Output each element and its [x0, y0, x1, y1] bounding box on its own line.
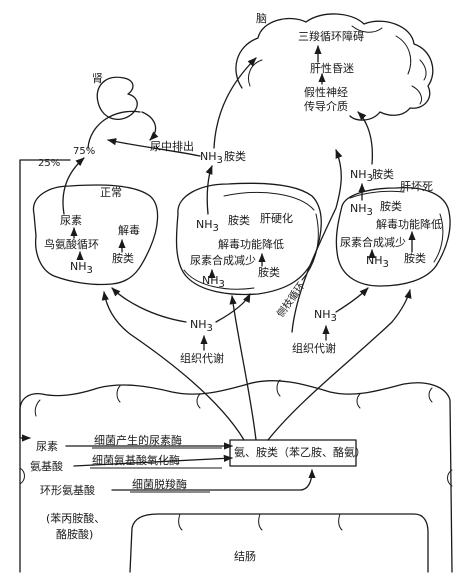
kidney-pct-25: 25% — [38, 158, 60, 169]
tissue-nh3-right: NH3 — [314, 308, 337, 324]
brain-title: 脑 — [256, 12, 267, 25]
center-amines: 胺类 — [224, 149, 246, 163]
cirrhosis-detox-low: 解毒功能降低 — [218, 237, 284, 251]
kidney-pct-75: 75% — [73, 146, 95, 157]
necrosis-top-amines: 胺类 — [372, 167, 394, 181]
gut-note-2: 酪胺酸) — [56, 527, 93, 541]
cirrhosis-urea-low: 尿素合成减少 — [190, 253, 256, 267]
necrosis-urea-low: 尿素合成减少 — [340, 235, 406, 249]
gut-cyclic-aa: 环形氨基酸 — [40, 483, 95, 497]
normal-liver-outline — [32, 184, 159, 286]
normal-nh3: NH3 — [70, 260, 93, 276]
necrosis-nh3-b: NH3 — [366, 254, 389, 270]
necrosis-nh3: NH3 — [350, 202, 373, 218]
products-box — [229, 439, 357, 467]
necrosis-top-nh3: NH3 — [350, 168, 373, 184]
arrow-aa-to-products — [73, 454, 233, 467]
colon-outline-inner — [129, 513, 429, 573]
arrow-cirrhosis-to-center — [205, 165, 213, 215]
tissue-nh3-left: NH3 — [190, 318, 213, 334]
normal-liver-title: 正常 — [100, 186, 122, 199]
arrow-cyclic-to-products — [111, 469, 316, 491]
arrow-gut-to-necrosis — [267, 289, 412, 441]
cirrhosis-amines-b: 胺类 — [258, 265, 280, 279]
gut-amino-acids: 氨基酸 — [30, 459, 63, 473]
brain-outline — [235, 13, 434, 121]
normal-detox: 解毒 — [118, 223, 140, 237]
arrow-tissue-to-cirrhosis — [215, 293, 251, 323]
tissue-metab-left: 组织代谢 — [180, 351, 224, 365]
kidney-outline — [96, 76, 138, 120]
necrosis-amines: 胺类 — [380, 199, 402, 213]
bacterial-urease: 细菌产生的尿素酶 — [94, 433, 182, 447]
brain-false-neuro: 假性神经 — [304, 85, 348, 99]
arrow-to-kidney — [107, 138, 201, 157]
colon-outline-outer — [19, 380, 453, 573]
necrosis-title: 肝坏死 — [400, 180, 433, 193]
normal-urea: 尿素 — [60, 214, 82, 227]
arrow-tissue-to-normal — [111, 287, 187, 323]
arrow-gut-to-normal — [101, 291, 245, 441]
arrow-gut-to-cirrhosis — [229, 295, 257, 441]
necrosis-liver-outline — [335, 186, 451, 287]
gut-products: 氨、胺类（苯乙胺、酪氨） — [234, 445, 366, 459]
tissue-metab-right: 组织代谢 — [292, 341, 336, 355]
cirrhosis-title: 肝硬化 — [260, 211, 293, 225]
kidney-title: 肾 — [92, 72, 103, 85]
necrosis-detox-low: 解毒功能降低 — [376, 217, 442, 231]
brain-hepatic-coma: 肝性昏迷 — [310, 61, 354, 75]
cirrhosis-nh3: NH3 — [196, 218, 219, 234]
gut-urea: 尿素 — [36, 440, 58, 453]
kidney-loop — [87, 110, 141, 149]
brain-transmitter: 传导介质 — [304, 100, 348, 113]
arrow-necrosis-to-brain — [357, 111, 374, 165]
arrow-collateral — [291, 149, 343, 333]
normal-amines: 胺类 — [112, 251, 134, 265]
bacterial-decarboxylase: 细菌脱羧酶 — [132, 477, 187, 491]
arrow-center-to-brain — [213, 57, 257, 149]
colon-title: 结肠 — [234, 550, 256, 563]
arrow-25pct-to-gut — [19, 159, 71, 442]
arrow-urea-to-kidney — [62, 157, 85, 215]
gut-note-1: (苯丙胺酸、 — [46, 511, 105, 525]
cirrhosis-amines: 胺类 — [228, 213, 250, 227]
arrow-tissue-to-necrosis — [335, 287, 369, 313]
necrosis-amines-b: 胺类 — [404, 251, 426, 265]
brain-tca-impairment: 三羧循环障碍 — [298, 29, 364, 43]
cirrhosis-nh3-b: NH3 — [202, 274, 225, 290]
center-nh3: NH3 — [200, 150, 223, 166]
arrow-kidney-excretion — [141, 111, 159, 141]
ornithine-cycle: 鸟氨酸循环 — [44, 237, 99, 251]
